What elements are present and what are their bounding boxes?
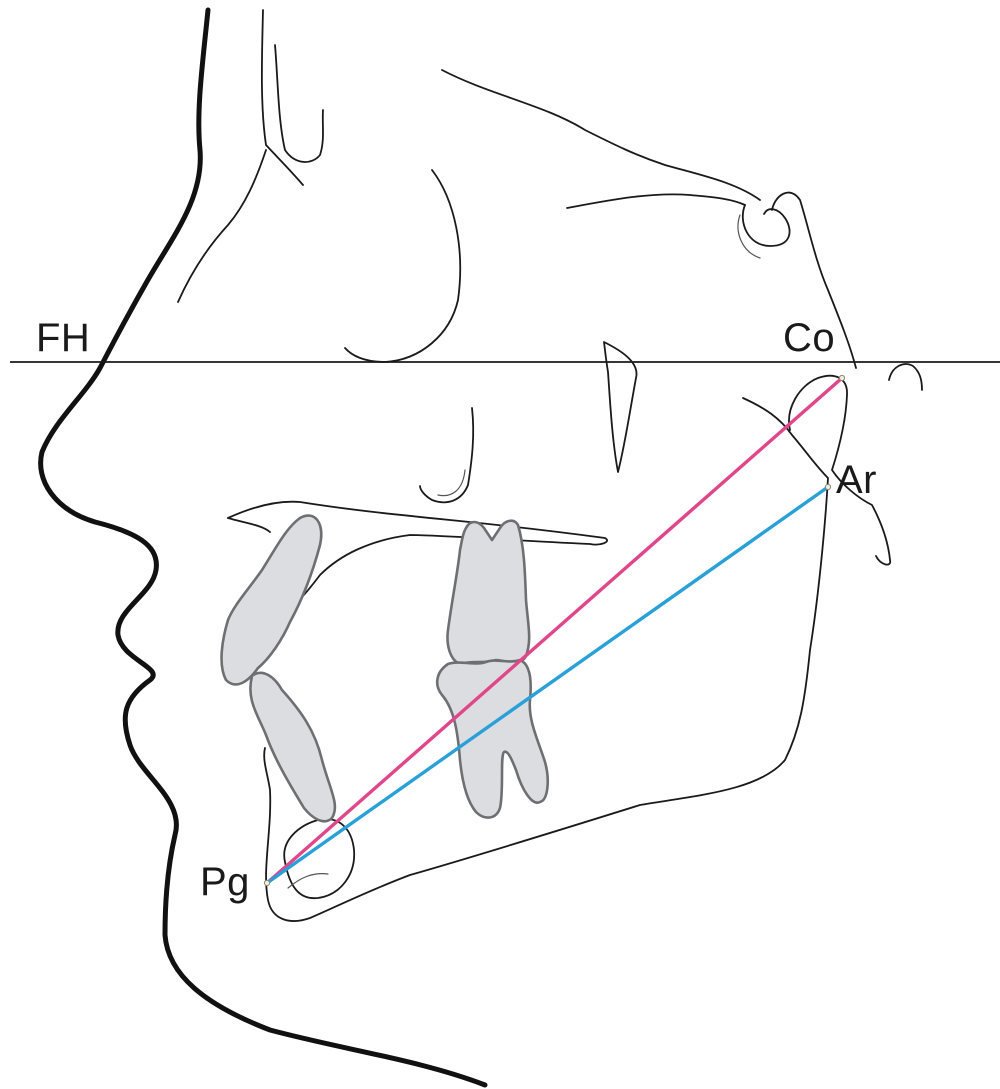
mandible-outline — [264, 398, 828, 921]
condylion-point — [839, 375, 844, 380]
soft-tissue-profile — [41, 10, 485, 1085]
upper-incisor — [222, 516, 322, 685]
orbit-contour — [178, 150, 266, 302]
maxilla-anterior — [228, 518, 270, 532]
ar-label: Ar — [836, 460, 877, 500]
pg-label: Pg — [200, 862, 250, 902]
articulare-pogonion-line — [267, 487, 828, 883]
sella-turcica — [743, 205, 790, 246]
nasal-bone — [262, 10, 303, 185]
co-label: Co — [783, 318, 835, 358]
cranial-base — [442, 70, 760, 200]
fh-label: FH — [36, 318, 90, 358]
posterior-maxilla — [420, 408, 473, 502]
pogonion-point — [264, 880, 269, 885]
porion-marker — [889, 364, 922, 390]
orbit-floor — [345, 170, 460, 362]
sphenoid-plane — [567, 194, 745, 208]
condylion-pogonion-line — [267, 378, 842, 883]
articulare-point — [825, 484, 830, 489]
lower-incisor — [250, 673, 335, 821]
upper-molar — [448, 521, 530, 664]
nasal-inner-contour — [275, 45, 323, 162]
posterior-maxilla-inner — [438, 470, 465, 496]
